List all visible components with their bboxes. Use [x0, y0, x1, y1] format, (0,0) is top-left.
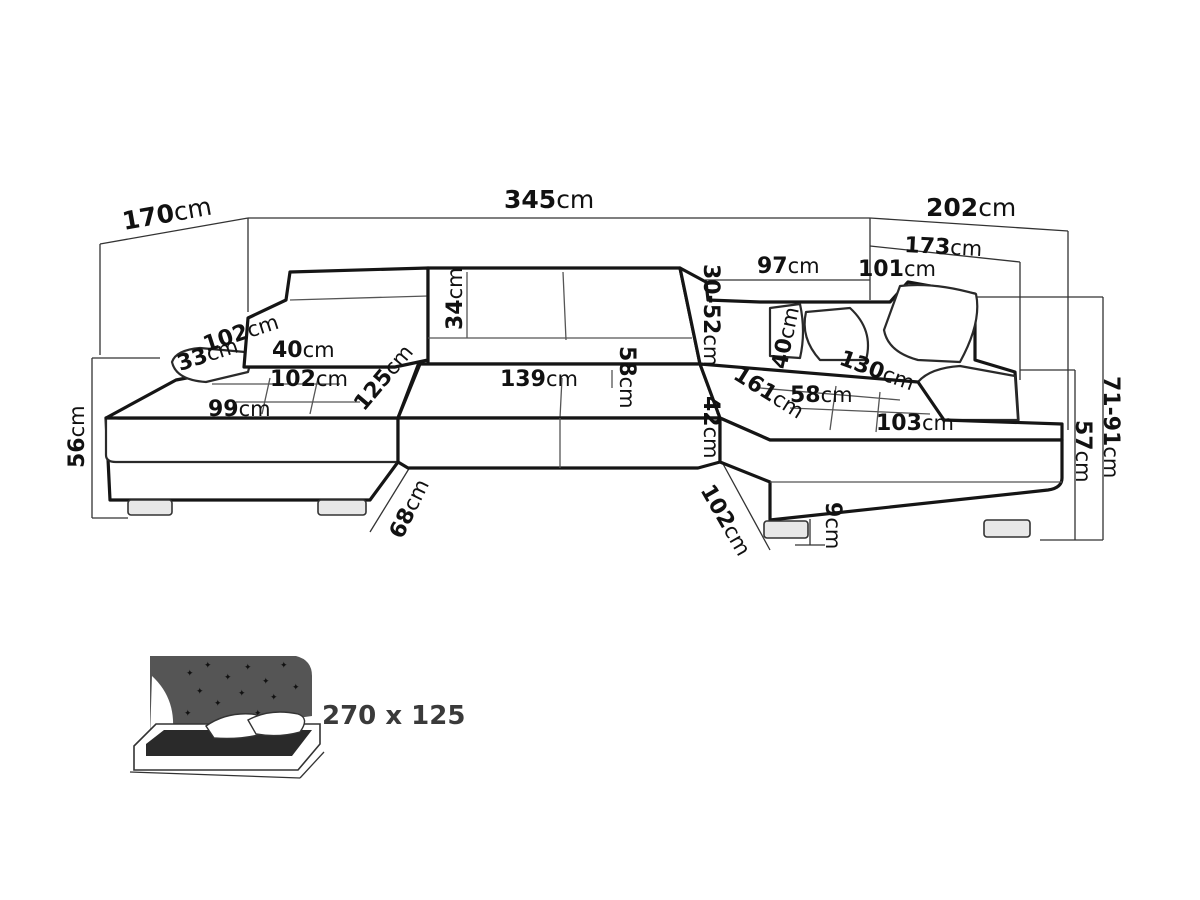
dimension-unit: cm	[171, 192, 214, 227]
dimension-label-top-left-depth: 170cm	[120, 192, 214, 236]
dimension-label-right-seat-depth: 58cm	[790, 383, 853, 408]
dimension-label-left-cushion: 40cm	[272, 338, 335, 363]
mattress	[146, 730, 312, 756]
leg	[763, 520, 809, 539]
dimension-lines	[91, 217, 1104, 551]
svg-text:✦: ✦	[184, 709, 192, 719]
dimension-value: 97	[757, 254, 788, 279]
dimension-value: 57	[1070, 420, 1095, 451]
dimension-value: 173	[904, 233, 951, 260]
bed-function-icon: ✦ ✦ ✦ ✦ ✦ ✦ ✦ ✦ ✦ ✦ ✦ ✦ ✦ 270 x 125	[129, 656, 465, 779]
left-chaise-front	[104, 418, 398, 464]
middle-front	[396, 416, 722, 470]
dimension-label-top-right-depth: 202cm	[926, 193, 1016, 222]
dimension-label-leg-height: 9cm	[820, 502, 845, 549]
dimension-value: 102	[270, 367, 316, 392]
dimension-label-left-front-depth: 68cm	[385, 475, 435, 542]
svg-text:✦: ✦	[238, 689, 246, 699]
svg-text:✦: ✦	[186, 669, 194, 679]
dimension-unit: cm	[615, 377, 639, 409]
dimension-unit: cm	[1099, 446, 1123, 478]
svg-text:✦: ✦	[280, 661, 288, 671]
svg-text:✦: ✦	[244, 663, 252, 673]
dimension-unit: cm	[978, 193, 1016, 222]
right-headrest	[882, 283, 979, 364]
pillow-icon	[247, 711, 306, 737]
dimension-value: 58	[790, 383, 821, 408]
moon-icon	[150, 676, 174, 738]
dimension-unit: cm	[1071, 451, 1095, 483]
svg-text:✦: ✦	[254, 709, 262, 719]
dimension-value: 40	[767, 336, 798, 371]
dimension-value: 40	[272, 338, 303, 363]
dimension-unit: cm	[316, 367, 348, 391]
dimension-unit: cm	[699, 334, 723, 366]
svg-text:✦: ✦	[292, 683, 300, 693]
dimension-value: 99	[208, 397, 239, 422]
star-icons: ✦ ✦ ✦ ✦ ✦ ✦ ✦ ✦ ✦ ✦ ✦ ✦ ✦	[184, 661, 300, 719]
dimension-value: 139	[500, 367, 546, 392]
leg	[983, 519, 1031, 538]
svg-text:✦: ✦	[224, 673, 232, 683]
dimension-label-total-height: 71-91cm	[1098, 376, 1123, 478]
dimension-label-right-seat-width: 103cm	[876, 411, 954, 436]
right-chaise-front	[718, 416, 1064, 522]
dimension-unit: cm	[239, 397, 271, 421]
dimension-label-headrest-adjust: 30-52cm	[698, 264, 723, 366]
dimension-value: 30-52	[698, 264, 723, 334]
leg	[317, 499, 367, 516]
leg	[127, 499, 173, 516]
dimension-label-backrest-height: 34cm	[443, 267, 468, 330]
dimension-label-left-seat-length: 99cm	[208, 397, 271, 422]
dimension-value: 42	[698, 396, 723, 427]
dimension-unit: cm	[788, 254, 820, 278]
svg-text:✦: ✦	[204, 661, 212, 671]
dimension-unit: cm	[950, 235, 983, 261]
dimension-label-middle-seat-depth: 58cm	[614, 346, 639, 409]
dimension-unit: cm	[556, 185, 594, 214]
dimension-unit: cm	[65, 405, 89, 437]
bed-size-label: 270 x 125	[322, 701, 465, 731]
dimension-unit: cm	[821, 517, 845, 549]
dimension-label-total-width: 345cm	[504, 185, 594, 214]
dimension-value: 9	[820, 502, 845, 517]
dimension-label-right-height: 57cm	[1070, 420, 1095, 483]
dimension-unit: cm	[546, 367, 578, 391]
dimension-value: 202	[926, 193, 978, 222]
dimension-value: 58	[614, 346, 639, 377]
dimension-unit: cm	[821, 383, 853, 407]
dimension-value: 345	[504, 185, 556, 214]
svg-text:✦: ✦	[262, 677, 270, 687]
dimension-label-seat-height: 42cm	[698, 396, 723, 459]
dimension-label-right-chaise-length: 173cm	[904, 233, 983, 262]
dimension-unit: cm	[904, 257, 936, 281]
dimension-label-left-height: 56cm	[65, 405, 90, 468]
dimension-label-right-front-depth: 102cm	[695, 481, 756, 561]
dimension-unit: cm	[303, 338, 335, 362]
dimension-value: 34	[443, 299, 468, 330]
svg-text:✦: ✦	[270, 693, 278, 703]
svg-text:✦: ✦	[196, 687, 204, 697]
svg-text:✦: ✦	[214, 699, 222, 709]
right-back-cushion	[803, 306, 870, 362]
dimension-label-left-seat-width: 102cm	[270, 367, 348, 392]
dimension-value: 71-91	[1098, 376, 1123, 446]
dimension-value: 170	[120, 198, 176, 236]
dimension-label-right-top-width: 97cm	[757, 254, 820, 279]
dimension-unit: cm	[699, 427, 723, 459]
dimension-unit: cm	[443, 267, 467, 299]
dimension-unit: cm	[922, 411, 954, 435]
dimension-label-middle-seat-width: 139cm	[500, 367, 578, 392]
dimension-label-right-upper-depth: 101cm	[858, 257, 936, 282]
dimension-value: 101	[858, 257, 904, 282]
sofa-drawing	[104, 266, 1064, 539]
right-back-cushion-2	[768, 302, 805, 360]
dimension-value: 56	[65, 437, 90, 468]
dimension-value: 103	[876, 411, 922, 436]
